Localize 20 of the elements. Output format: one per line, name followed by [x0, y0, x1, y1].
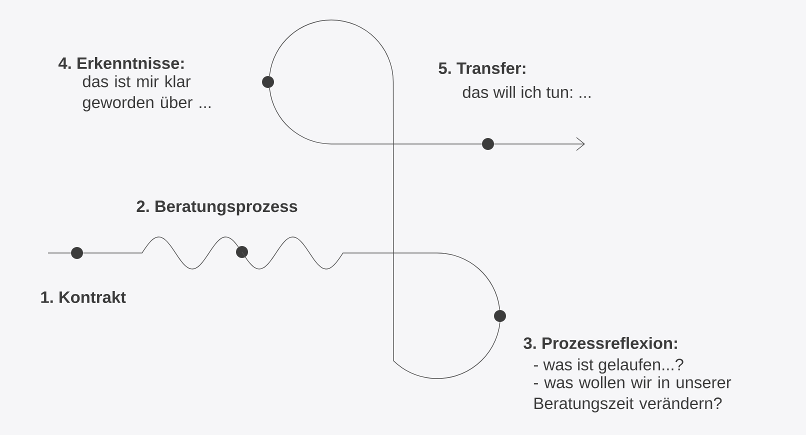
step-heading: 1. Kontrakt — [41, 290, 126, 304]
path-line — [82, 236, 239, 270]
milestone-dot — [262, 76, 274, 88]
milestone-dot — [482, 138, 494, 150]
step-heading: 4. Erkenntnisse: — [58, 56, 184, 70]
step-heading: 3. Prozessreflexion: — [524, 336, 677, 350]
step-heading: 2. Beratungsprozess — [136, 200, 298, 216]
path-line — [48, 252, 72, 254]
step-description: das ist mir klar geworden über ... — [82, 75, 210, 112]
path-line — [269, 88, 482, 144]
step-description: - was ist gelaufen...? — [534, 358, 684, 374]
milestone-dot — [71, 246, 83, 259]
milestone-dot — [494, 310, 506, 322]
milestone-dot — [236, 246, 248, 258]
step-heading: 5. Transfer: — [438, 62, 526, 74]
step-description: das will ich tun: ... — [462, 86, 590, 98]
path-line — [494, 137, 585, 151]
path-line — [242, 236, 500, 310]
step-description: - was wollen wir in unserer Beratungszeit verändern? — [534, 376, 732, 412]
path-line — [269, 20, 500, 379]
